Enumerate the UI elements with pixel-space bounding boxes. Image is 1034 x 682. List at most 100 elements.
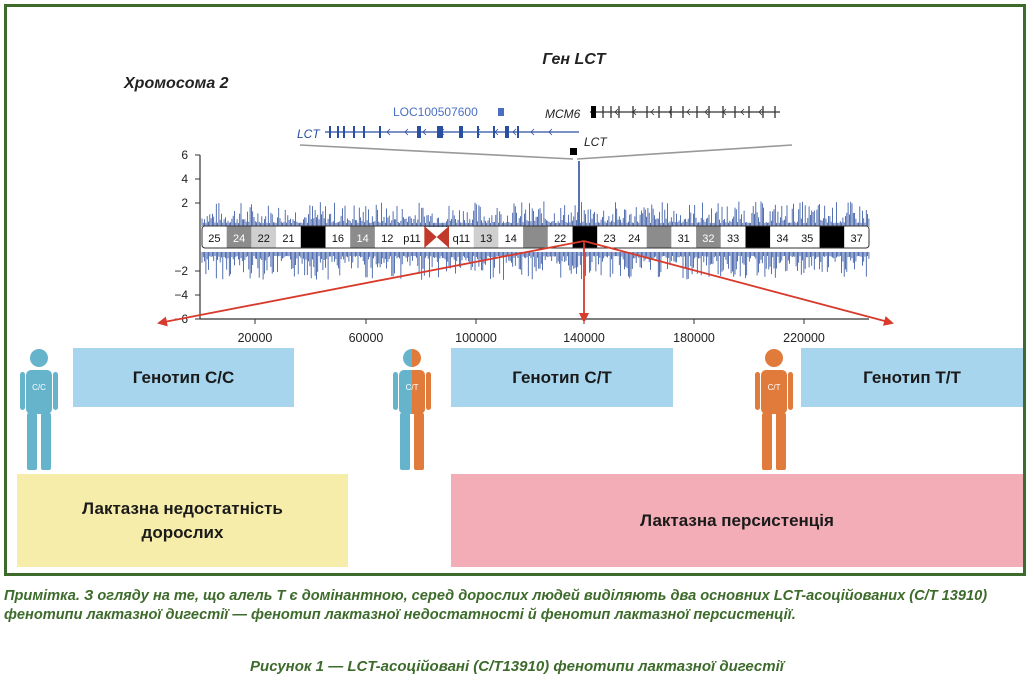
zoom-line-left xyxy=(299,144,574,160)
y-tick-label: −4 xyxy=(174,288,188,302)
person-cc-genotype: C/C xyxy=(32,383,46,392)
chromosome-band xyxy=(622,226,647,248)
genotype-arrows xyxy=(157,240,894,327)
exon xyxy=(459,126,463,138)
person-tt-icon: C/T xyxy=(755,349,793,470)
signal-spikes xyxy=(201,201,870,280)
exon xyxy=(441,126,443,138)
gene-title: Ген LCT xyxy=(542,51,606,68)
chromosome-band xyxy=(325,226,351,248)
exon xyxy=(505,126,509,138)
exon xyxy=(477,126,479,138)
y-axis: 6 4 2 −2 −4 −6 xyxy=(174,148,201,326)
chromosome-band xyxy=(844,226,869,248)
chromosome-band xyxy=(374,226,400,248)
genotype-cc-box: Генотип С/С xyxy=(73,348,294,407)
band-label: 32 xyxy=(702,233,714,245)
chromosome-band xyxy=(449,226,474,248)
chromosome-band xyxy=(819,226,845,248)
band-label: 34 xyxy=(776,233,788,245)
exon xyxy=(337,126,339,138)
exon xyxy=(329,126,331,138)
person-ct-icon: C/T xyxy=(393,349,431,470)
lct-diagram: Ген LCT Хромосома 2 LOC100507600 MCM6 LC… xyxy=(20,51,894,470)
exon xyxy=(493,126,495,138)
exon xyxy=(353,126,355,138)
lct-marker-box xyxy=(570,148,577,155)
band-label: q11 xyxy=(453,233,471,245)
lct-track-label: LCT xyxy=(297,127,321,141)
lactase-persistence-box: Лактазна персистенція xyxy=(451,474,1023,567)
band-label: p11 xyxy=(403,233,421,245)
band-label: 13 xyxy=(480,233,492,245)
mcm6-exon-start xyxy=(591,106,596,118)
chromosome-band xyxy=(745,226,771,248)
band-label: 31 xyxy=(678,233,690,245)
person-ct-genotype: C/T xyxy=(406,383,419,392)
chromosome-band xyxy=(646,226,672,248)
band-label: 33 xyxy=(727,233,739,245)
figure-note: Примітка. З огляду на те, що алель Т є д… xyxy=(4,588,988,623)
persistence-label: Лактазна персистенція xyxy=(640,510,834,530)
chromosome-band xyxy=(794,226,820,248)
genotype-tt-label: Генотип Т/Т xyxy=(863,367,961,387)
arrow-cc xyxy=(157,240,585,327)
chromosome-band xyxy=(498,226,524,248)
band-label: 16 xyxy=(332,233,344,245)
band-label: 23 xyxy=(603,233,615,245)
chromosome-band xyxy=(720,226,746,248)
band-label: 22 xyxy=(258,233,270,245)
zoom-line-right xyxy=(576,144,793,160)
exon xyxy=(517,126,519,138)
figure-frame: Ген LCT Хромосома 2 LOC100507600 MCM6 LC… xyxy=(4,4,1026,576)
mcm6-label: MCM6 xyxy=(545,107,581,121)
arrow-tt xyxy=(583,240,894,326)
insufficiency-line1: Лактазна недостатність xyxy=(82,498,283,518)
x-tick-label: 100000 xyxy=(455,331,497,345)
x-axis: 20000 60000 100000 140000 180000 220000 xyxy=(200,318,869,345)
chromosome-band xyxy=(696,226,721,248)
chromosome-band xyxy=(473,226,499,248)
genotype-cc-label: Генотип С/С xyxy=(132,367,235,387)
band-label: 14 xyxy=(356,233,368,245)
genotype-ct-label: Генотип С/Т xyxy=(512,367,612,387)
exon xyxy=(379,126,381,138)
band-label: 35 xyxy=(801,233,813,245)
chromosome-band xyxy=(350,226,375,248)
gene-tracks: LOC100507600 MCM6 LCT LCT xyxy=(297,105,793,160)
figure-caption: Рисунок 1 — LCT-асоційовані (С/Т13910) ф… xyxy=(250,658,784,675)
exon xyxy=(363,126,365,138)
centromere xyxy=(424,226,450,248)
chromosome-title: Хромосома 2 xyxy=(123,75,229,92)
x-tick-label: 140000 xyxy=(563,331,605,345)
y-tick-label: 6 xyxy=(181,148,188,162)
x-tick-label: 60000 xyxy=(349,331,384,345)
exon xyxy=(417,126,421,138)
band-label: 22 xyxy=(554,233,566,245)
y-tick-label: 4 xyxy=(181,172,188,186)
y-tick-label: 2 xyxy=(181,196,188,210)
x-tick-label: 220000 xyxy=(783,331,825,345)
chromosome-band xyxy=(547,226,573,248)
person-cc-icon: C/C xyxy=(20,349,58,470)
insufficiency-line2: дорослих xyxy=(141,522,224,542)
genotype-ct-box: Генотип С/Т xyxy=(451,348,673,407)
lactase-insufficiency-box: Лактазна недостатність дорослих xyxy=(17,474,348,567)
band-label: 24 xyxy=(628,233,640,245)
chromosome-band xyxy=(202,226,227,248)
exon xyxy=(343,126,345,138)
band-label: 21 xyxy=(282,233,294,245)
lct-marker-label: LCT xyxy=(584,135,608,149)
person-tt-genotype: C/T xyxy=(768,383,781,392)
chromosome-band xyxy=(770,226,795,248)
genotype-tt-box: Генотип Т/Т xyxy=(801,348,1023,407)
chromosome-outline xyxy=(201,225,870,249)
chromosome-band xyxy=(597,226,622,248)
chromosome-band xyxy=(226,226,252,248)
exon xyxy=(437,126,441,138)
chromosome-band xyxy=(251,226,277,248)
band-label: 25 xyxy=(208,233,220,245)
chromosome-band xyxy=(300,226,326,248)
x-tick-label: 180000 xyxy=(673,331,715,345)
